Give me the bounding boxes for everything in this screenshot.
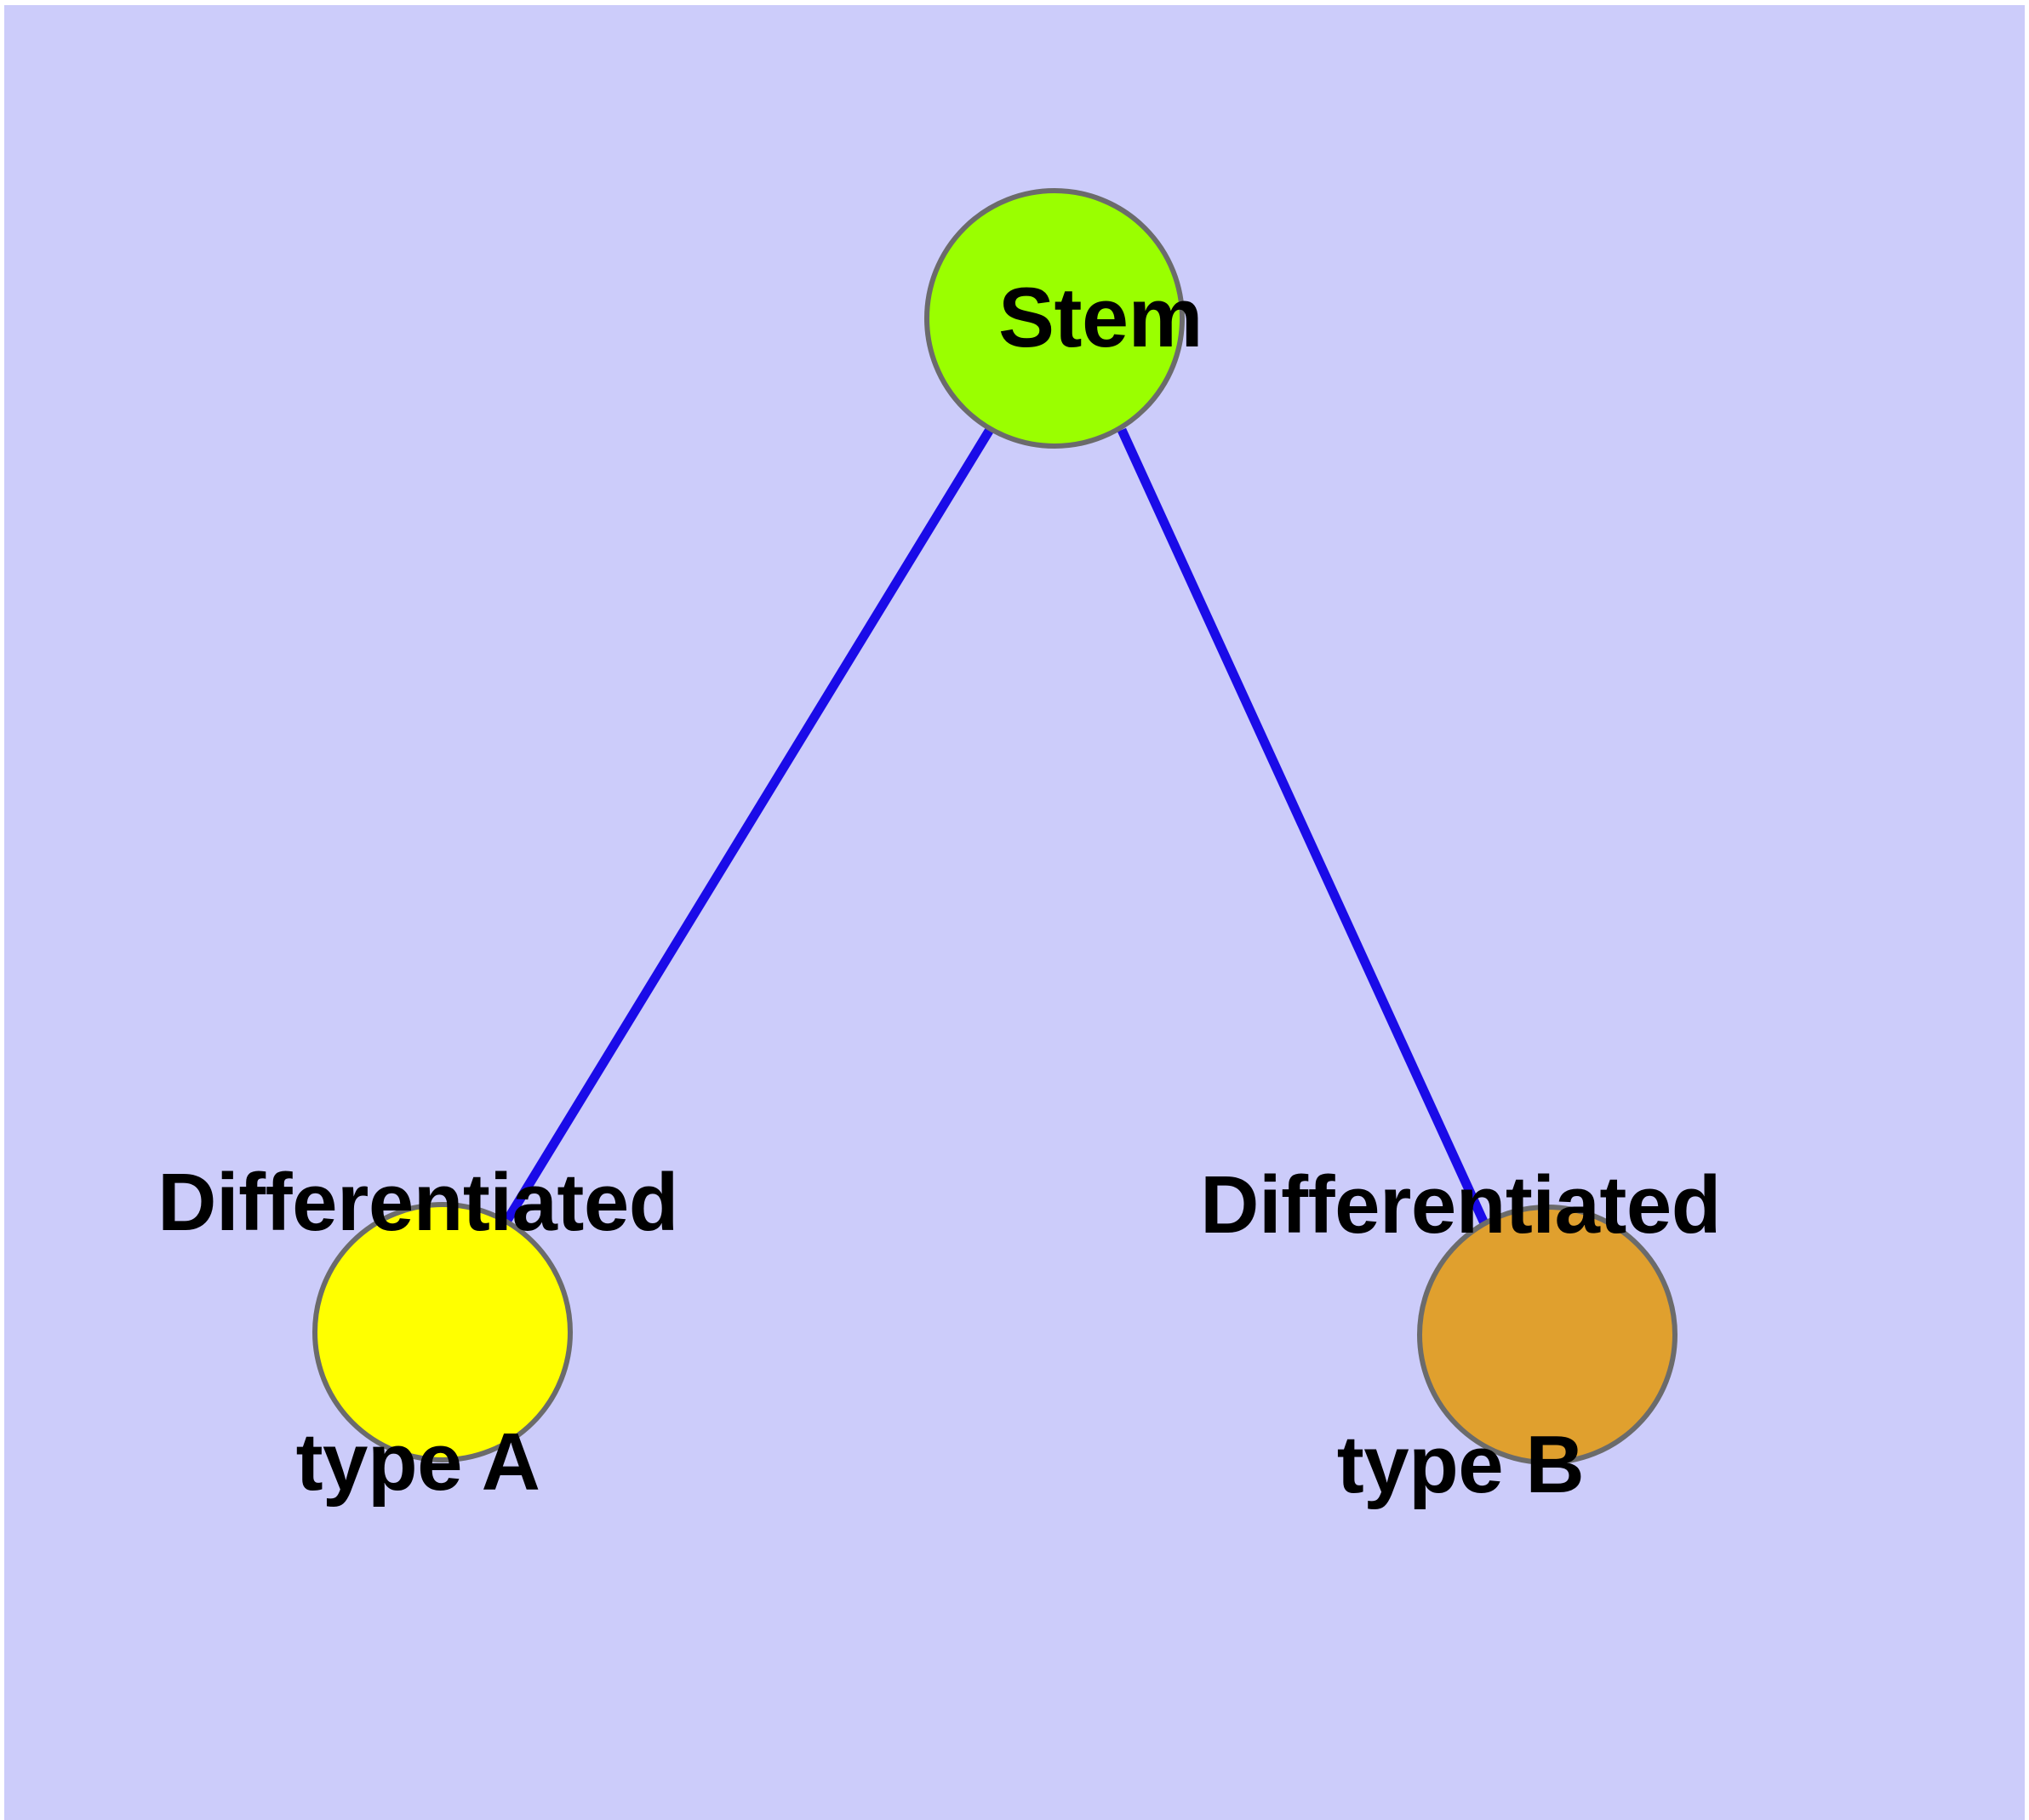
edge-stem-to-type-a [502,426,995,1224]
node-layer [312,188,1677,1465]
node-differentiated-type-b[interactable] [1417,1205,1677,1465]
edge-stem-to-type-b [1117,427,1489,1226]
node-stem[interactable] [924,188,1185,449]
node-differentiated-type-a[interactable] [312,1202,573,1462]
edge-layer [502,426,1489,1226]
